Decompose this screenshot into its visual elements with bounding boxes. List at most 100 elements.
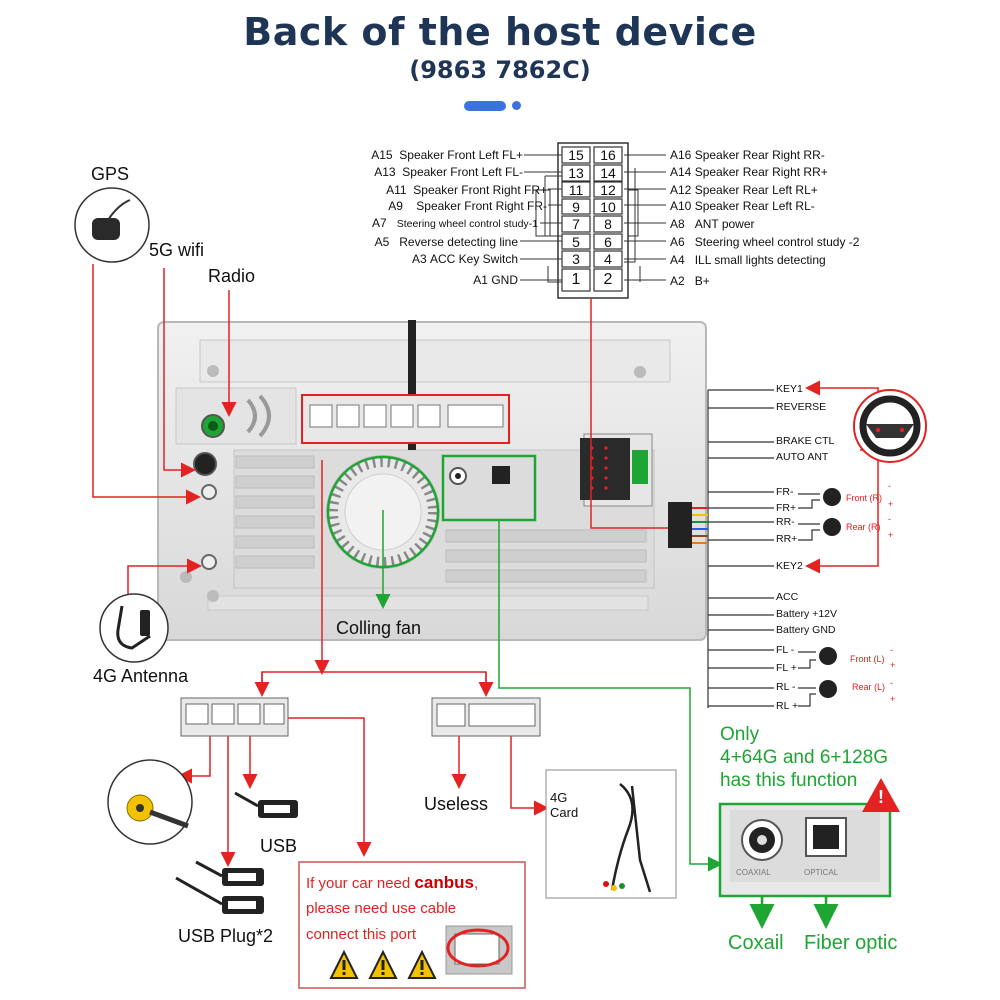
wire-fr-plus: FR+ <box>776 502 797 514</box>
optical-zoom-box <box>718 778 900 898</box>
pin-left-a15: A15 Speaker Front Left FL+ <box>371 148 523 162</box>
wire-battery-gnd: Battery GND <box>776 624 836 636</box>
polarity-sign: - <box>888 481 891 491</box>
pin-right-a6: A6 Steering wheel control study -2 <box>670 235 860 249</box>
antenna-4g-label: 4G Antenna <box>93 666 189 686</box>
pin-num: 11 <box>568 182 584 198</box>
canbus-prefix: If your car need <box>306 875 415 892</box>
decor-pill <box>464 101 506 111</box>
harness-plug <box>668 502 708 548</box>
polarity-sign: - <box>890 678 893 688</box>
pin-num: 7 <box>572 216 580 232</box>
pin-left-a5: A5 Reverse detecting line <box>374 235 518 249</box>
pin-right-a14: A14 Speaker Rear Right RR+ <box>670 165 828 179</box>
pin-left-a1: A1 GND <box>473 273 518 287</box>
rca-camera-icon <box>107 759 193 845</box>
bottom-right-connector <box>431 697 541 737</box>
model-subtitle: (9863 7862C) <box>409 56 591 84</box>
pin-num: 3 <box>572 251 580 267</box>
pin-num: 1 <box>571 271 581 288</box>
wire-brake: BRAKE CTL <box>776 435 835 447</box>
only-note-line1: Only <box>720 724 760 745</box>
wire-rr-plus: RR+ <box>776 533 798 545</box>
gps-label: GPS <box>91 164 130 184</box>
wire-key1: KEY1 <box>776 383 803 395</box>
canbus-keyword: canbus <box>414 873 474 892</box>
pinout-leader-lines <box>520 146 666 292</box>
polarity-sign: + <box>888 530 894 540</box>
pin-num: 4 <box>604 251 612 267</box>
pin-num: 16 <box>600 147 616 163</box>
coaxial-label: Coxail <box>728 932 784 954</box>
usb-plug-label: USB Plug*2 <box>178 926 274 946</box>
card-label-line1: 4G <box>550 790 568 805</box>
pin-num: 9 <box>572 199 580 215</box>
wifi-label: 5G wifi <box>149 240 205 260</box>
pin-right-a16: A16 Speaker Rear Right RR- <box>670 148 825 162</box>
radio-label: Radio <box>208 266 256 286</box>
wire-reverse: REVERSE <box>776 401 827 413</box>
speaker-front-r: Front (R) <box>846 493 882 503</box>
polarity-sign: + <box>888 499 894 509</box>
pin-num: 12 <box>600 182 616 198</box>
card-label-line2: Card <box>550 805 579 820</box>
wire-fl-plus: FL + <box>776 662 797 674</box>
fan-label: Colling fan <box>336 618 422 638</box>
pin-right-a8: A8 ANT power <box>670 217 755 231</box>
speaker-icons <box>819 488 841 698</box>
wire-rr-minus: RR- <box>776 516 795 528</box>
pin-num: 15 <box>568 147 584 163</box>
polarity-sign: - <box>888 514 891 524</box>
only-note-line2: 4+64G and 6+128G <box>720 747 888 768</box>
pin-left-a7: A7 Steering wheel control study-1 <box>372 216 538 230</box>
canbus-line2: please need use cable <box>306 900 457 917</box>
coaxial-port-label: COAXIAL <box>736 868 771 877</box>
canbus-line1: If your car need canbus, <box>306 873 478 893</box>
pin-num: 6 <box>604 234 612 250</box>
decor-dot <box>512 101 521 110</box>
pin-right-a4: A4 ILL small lights detecting <box>670 253 826 267</box>
wire-bus <box>707 389 820 708</box>
pin-left-a11: A11 Speaker Front Right FR+ <box>386 183 547 197</box>
iso-connector <box>580 433 653 507</box>
audio-port-box <box>441 454 537 522</box>
pin-num: 8 <box>604 216 612 232</box>
pin-num: 14 <box>600 165 616 181</box>
wire-rl-minus: RL - <box>776 681 796 693</box>
polarity-sign: + <box>890 694 896 704</box>
polarity-sign: - <box>890 645 893 655</box>
only-note-line3: has this function <box>720 770 858 791</box>
pin-num: 10 <box>600 199 616 215</box>
speaker-rear-r: Rear (R) <box>846 522 881 532</box>
wire-battery-12v: Battery +12V <box>776 608 837 620</box>
alert-glyph: ! <box>878 787 884 807</box>
wire-key2: KEY2 <box>776 560 803 572</box>
wire-fr-minus: FR- <box>776 486 794 498</box>
canbus-line3: connect this port <box>306 926 417 943</box>
bottom-left-connector <box>180 697 289 737</box>
4g-card-box <box>545 769 677 899</box>
wire-acc: ACC <box>776 591 799 603</box>
canbus-suffix: , <box>473 875 479 892</box>
pin-right-a2: A2 B+ <box>670 274 710 288</box>
wire-rl-plus: RL + <box>776 700 799 712</box>
pin-right-a12: A12 Speaker Rear Left RL+ <box>670 183 818 197</box>
pin-left-a3: A3 ACC Key Switch <box>411 252 518 266</box>
canbus-box <box>298 861 526 989</box>
fiber-optic-label: Fiber optic <box>804 932 898 954</box>
polarity-sign: + <box>890 660 896 670</box>
speaker-rear-l: Rear (L) <box>852 682 886 692</box>
steering-wheel-icon <box>853 389 927 463</box>
usb-icon <box>234 791 298 818</box>
pin-left-a13: A13 Speaker Front Left FL- <box>374 165 523 179</box>
usb-plug-icon <box>175 860 264 914</box>
pin-right-a10: A10 Speaker Rear Left RL- <box>670 199 815 213</box>
pin-num: 5 <box>572 234 580 250</box>
4g-antenna-icon <box>99 593 169 663</box>
wire-auto-ant: AUTO ANT <box>776 451 829 463</box>
pin-num: 13 <box>568 165 584 181</box>
pin-left-a9: A9 Speaker Front Right FR- <box>388 199 547 213</box>
pin-num: 2 <box>603 271 613 288</box>
